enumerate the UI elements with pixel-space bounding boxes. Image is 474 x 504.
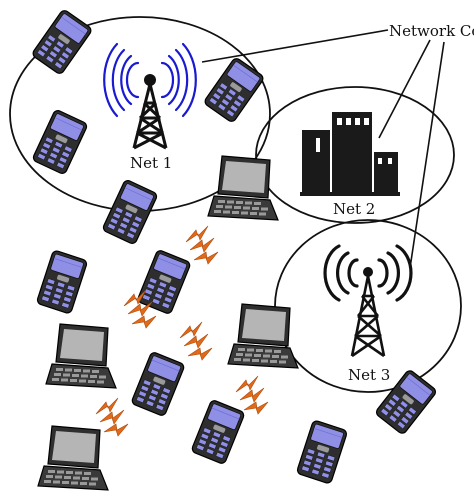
laptop-icon: [207, 155, 279, 221]
net1-label: Net 1: [130, 154, 172, 172]
laptop-icon: [227, 303, 299, 369]
wireless-signal-icon: [185, 225, 219, 265]
mobile-phone-icon: [190, 398, 246, 466]
net3-label: Net 3: [348, 366, 390, 384]
mobile-phone-icon: [31, 108, 89, 176]
wireless-signal-icon: [179, 321, 213, 361]
mobile-phone-icon: [30, 8, 94, 76]
mobile-phone-icon: [35, 249, 89, 315]
mobile-phone-icon: [295, 419, 349, 485]
laptop-icon: [37, 425, 109, 491]
net3-tower-icon: [323, 244, 413, 358]
mobile-phone-icon: [202, 56, 266, 124]
net3-boundary: [274, 219, 462, 393]
net1-tower-icon: [103, 42, 197, 150]
net2-label: Net 2: [333, 200, 375, 218]
mobile-phone-icon: [136, 248, 192, 316]
net2-building-icon: [300, 112, 400, 196]
wireless-signal-icon: [95, 397, 129, 437]
callout-label: Network Co: [389, 22, 474, 40]
callout-lines: [201, 29, 445, 269]
net2-boundary: [255, 86, 455, 224]
wireless-signal-icon: [235, 375, 269, 415]
mobile-phone-icon: [101, 178, 159, 246]
mobile-phone-icon: [130, 350, 186, 418]
laptop-icon: [45, 323, 117, 389]
